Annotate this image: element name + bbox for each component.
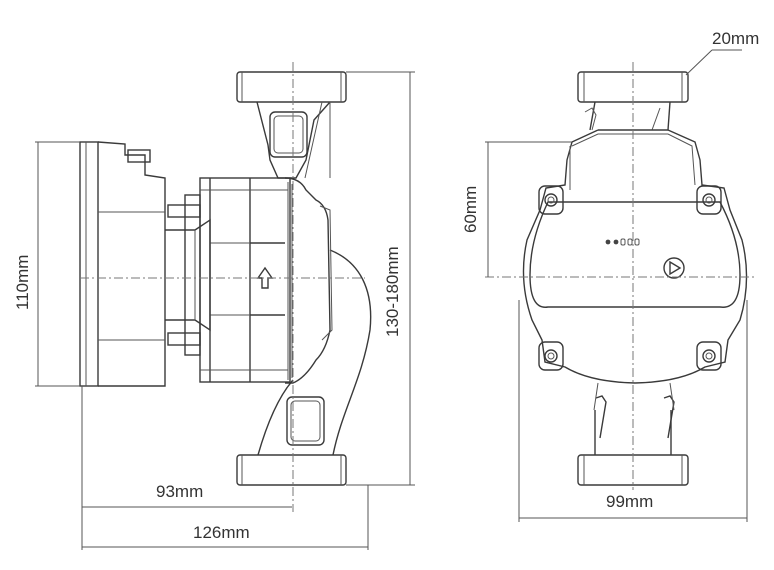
dimension-label-126: 126mm <box>193 523 250 542</box>
dimension-label-60: 60mm <box>461 185 480 233</box>
dimension-label-93: 93mm <box>156 482 204 501</box>
play-icon <box>663 257 685 279</box>
side-view <box>35 62 415 550</box>
dimension-label-130-180: 130-180mm <box>383 246 402 337</box>
indicator-leds <box>605 238 640 246</box>
dimension-label-99: 99mm <box>606 492 654 511</box>
dimension-label-110: 110mm <box>13 254 32 310</box>
front-view <box>485 49 755 522</box>
bolt-icon <box>538 185 722 371</box>
flow-arrow-icon <box>256 266 274 289</box>
dimension-label-20: 20mm <box>712 29 760 48</box>
